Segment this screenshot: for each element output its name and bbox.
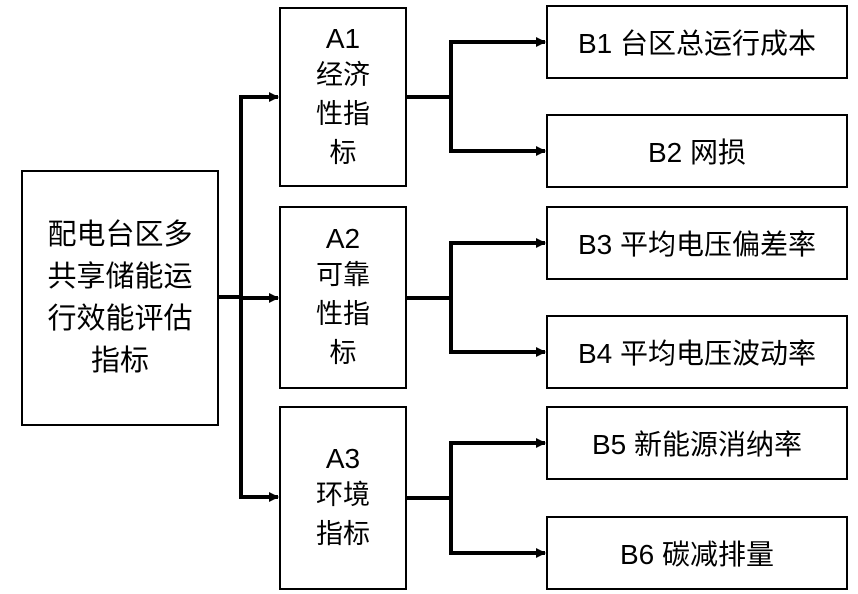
node-text-line: 性指 bbox=[316, 98, 370, 129]
root-text-line: 配电台区多 bbox=[47, 219, 193, 251]
node-a2-reliability: A2 可靠 性指 标 bbox=[279, 206, 407, 389]
node-b6: B6 碳减排量 bbox=[546, 516, 848, 590]
node-text-line: 标 bbox=[329, 338, 357, 368]
node-text-line: 指标 bbox=[316, 519, 370, 549]
node-a1-economic: A1 经济 性指 标 bbox=[279, 7, 407, 187]
node-b5: B5 新能源消纳率 bbox=[546, 406, 848, 480]
node-b4: B4 平均电压波动率 bbox=[546, 315, 848, 389]
root-text-line: 行效能评估 bbox=[47, 303, 193, 335]
root-text-line: 指标 bbox=[90, 345, 149, 377]
node-label: 新能源消纳率 bbox=[634, 429, 803, 460]
node-text-line: 环境 bbox=[316, 480, 370, 510]
root-text-line: 共享储能运 bbox=[47, 261, 193, 293]
node-label: 碳减排量 bbox=[662, 539, 775, 570]
node-text-line: 经济 bbox=[316, 59, 370, 90]
node-code: A2 bbox=[325, 223, 361, 254]
node-label: 网损 bbox=[690, 137, 747, 168]
node-code: B1 bbox=[577, 28, 613, 59]
node-code: A1 bbox=[325, 22, 361, 54]
node-text-line: 可靠 bbox=[316, 260, 370, 290]
node-a3-environment: A3 环境 指标 bbox=[279, 406, 407, 590]
node-code: B2 bbox=[647, 137, 683, 168]
root-node-evaluation-index: 配电台区多 共享储能运 行效能评估 指标 bbox=[21, 170, 219, 426]
node-code: B3 bbox=[577, 229, 613, 260]
node-code: A3 bbox=[325, 443, 361, 474]
node-code: B6 bbox=[619, 539, 655, 570]
node-code: B5 bbox=[591, 429, 627, 460]
node-text-line: 性指 bbox=[316, 299, 370, 329]
node-b2: B2 网损 bbox=[546, 114, 848, 188]
node-label: 台区总运行成本 bbox=[620, 28, 817, 59]
node-text-line: 标 bbox=[329, 137, 357, 168]
node-label: 平均电压偏差率 bbox=[620, 229, 817, 260]
node-label: 平均电压波动率 bbox=[620, 338, 817, 369]
node-b3: B3 平均电压偏差率 bbox=[546, 206, 848, 280]
node-b1: B1 台区总运行成本 bbox=[546, 5, 848, 79]
node-code: B4 bbox=[577, 338, 613, 369]
